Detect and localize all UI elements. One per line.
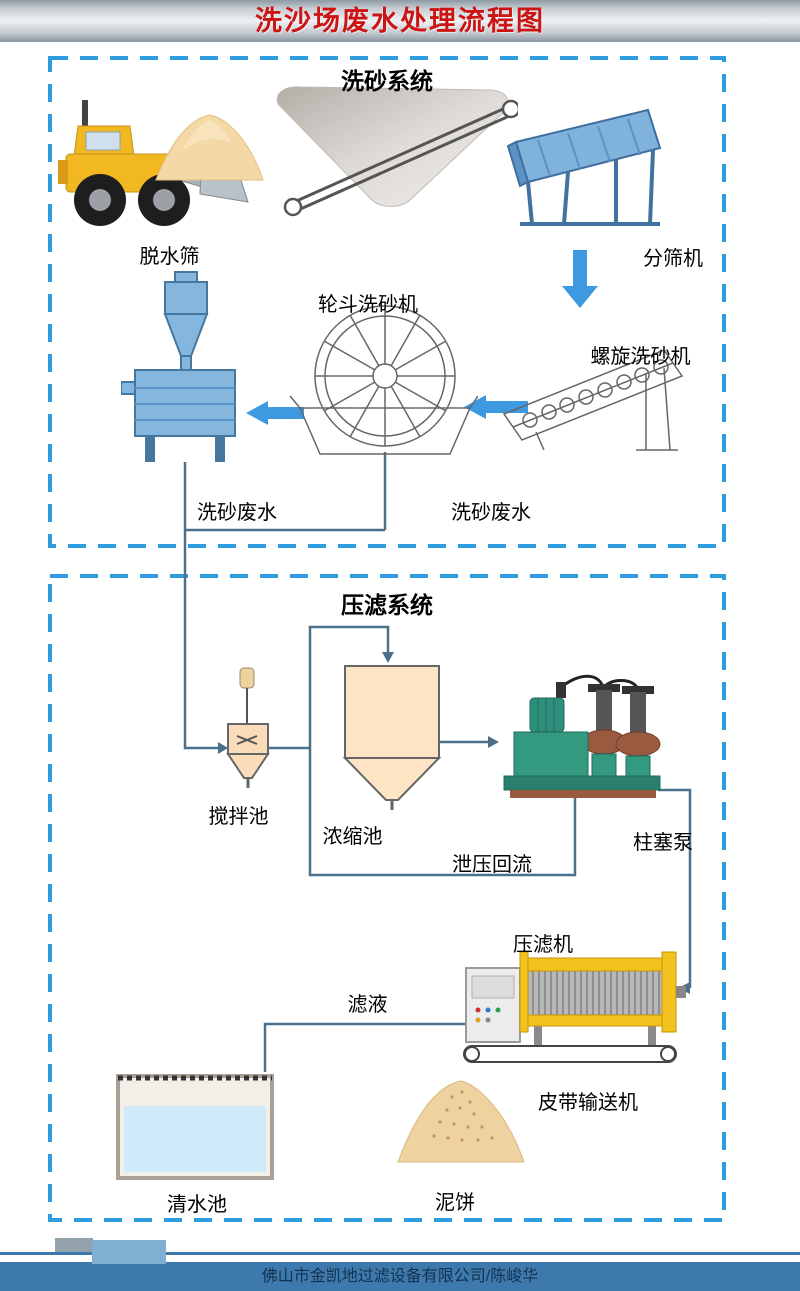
line-pressure-relief-return bbox=[308, 748, 577, 877]
footer-company-text: 佛山市金凯地过滤设备有限公司/陈峻华 bbox=[261, 1268, 539, 1285]
mud-cake-pile-graphic bbox=[397, 1080, 525, 1163]
dewatering-cyclone-graphic bbox=[121, 271, 236, 462]
filter-press-graphic bbox=[463, 951, 686, 1063]
arrowhead-into-thickener-icon bbox=[382, 652, 394, 663]
label-screening-machine: 分筛机 bbox=[643, 248, 703, 270]
label-dewatering-screen: 脱水筛 bbox=[139, 246, 200, 268]
stockpile-conveyor-graphic bbox=[276, 86, 518, 217]
label-filtrate: 滤液 bbox=[347, 994, 388, 1016]
arrowhead-into-mixing-tank-icon bbox=[218, 742, 228, 754]
belt-conveyor-graphic bbox=[463, 1045, 677, 1063]
footer-gray-tab bbox=[55, 1238, 93, 1254]
footer-blue-tab bbox=[92, 1240, 166, 1264]
label-mixing-tank: 搅拌池 bbox=[208, 806, 269, 828]
label-wastewater-left: 洗砂废水 bbox=[197, 502, 277, 524]
label-thickening-tank: 浓缩池 bbox=[322, 826, 383, 848]
label-pressure-relief-return: 泄压回流 bbox=[452, 854, 532, 876]
mixing-tank-graphic bbox=[226, 667, 270, 788]
press-system-title: 压滤系统 bbox=[341, 592, 433, 618]
label-spiral-sand-washer: 螺旋洗砂机 bbox=[590, 346, 691, 368]
plunger-pump-graphic bbox=[503, 674, 661, 798]
blue-arrows bbox=[246, 250, 598, 425]
arrow-left-wheel-to-cyclone-icon bbox=[246, 401, 304, 425]
label-mud-cake: 泥饼 bbox=[435, 1192, 475, 1214]
line-pump-to-press bbox=[658, 788, 692, 988]
line-filtrate-to-pool bbox=[263, 1022, 466, 1072]
page-title: 洗沙场废水处理流程图 bbox=[255, 6, 545, 36]
arrow-down-screen-to-spiral-icon bbox=[562, 250, 598, 308]
wheel-loader-graphic bbox=[58, 100, 249, 226]
label-plunger-pump: 柱塞泵 bbox=[633, 832, 693, 854]
footer-divider-line bbox=[0, 1252, 800, 1255]
label-wheel-sand-washer: 轮斗洗砂机 bbox=[318, 294, 418, 316]
thickening-tank-graphic bbox=[342, 665, 442, 810]
arrow-left-spiral-to-wheel-icon bbox=[464, 395, 528, 419]
wheel-sand-washer-graphic bbox=[289, 305, 478, 455]
arrowhead-into-pump-icon bbox=[488, 736, 499, 748]
label-belt-conveyor: 皮带输送机 bbox=[538, 1092, 638, 1114]
footer-bar: 佛山市金凯地过滤设备有限公司/陈峻华 bbox=[0, 1262, 800, 1291]
label-clear-water-tank: 清水池 bbox=[167, 1194, 227, 1216]
wash-system-title: 洗砂系统 bbox=[341, 68, 433, 94]
pipe-lines bbox=[183, 452, 692, 1072]
line-mixing-to-thickener bbox=[266, 625, 390, 750]
press-system-box bbox=[48, 574, 726, 1222]
label-wastewater-right: 洗砂废水 bbox=[451, 502, 531, 524]
line-to-mixing-tank bbox=[183, 530, 218, 750]
sand-pile-graphic bbox=[155, 114, 264, 181]
screening-machine-graphic bbox=[506, 108, 662, 226]
header-bar: 洗沙场废水处理流程图 bbox=[0, 0, 800, 42]
spiral-sand-washer-graphic bbox=[502, 349, 684, 451]
wash-system-box bbox=[48, 56, 726, 548]
clear-water-pool-graphic bbox=[116, 1074, 274, 1180]
label-filter-press: 压滤机 bbox=[513, 934, 573, 956]
